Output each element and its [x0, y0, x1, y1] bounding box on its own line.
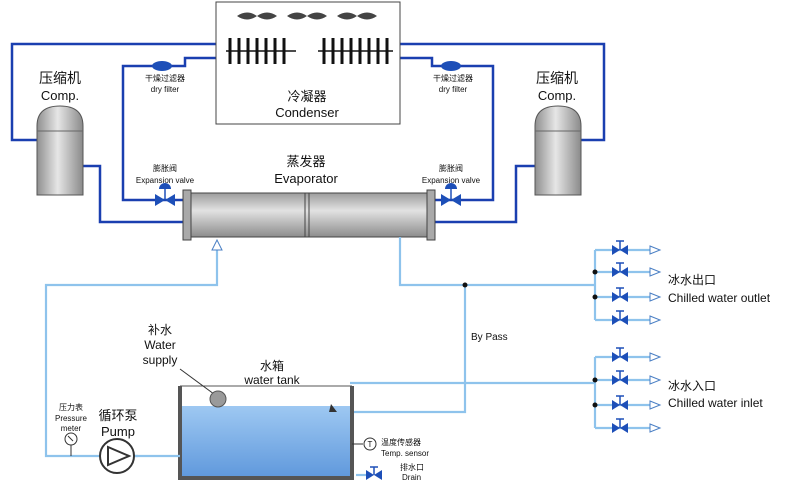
- expansion-valve-left-label-cn: 膨胀阀: [153, 163, 177, 173]
- compressor-left: 压缩机 Comp.: [36, 71, 84, 196]
- expansion-valve-right: 膨胀阀 Expansion valve: [422, 163, 481, 206]
- water-tank-label-cn: 水箱: [260, 358, 284, 373]
- water-tank: 水箱 water tank: [178, 358, 354, 480]
- water-valve-icon: [612, 240, 628, 255]
- pressure-meter: 压力表 Pressure meter: [55, 402, 88, 456]
- bypass-label: By Pass: [471, 332, 508, 343]
- condenser: 冷凝器 Condenser: [215, 1, 401, 125]
- compressor-right: 压缩机 Comp.: [534, 71, 582, 196]
- junction-dots: [462, 269, 598, 408]
- dry-filter-right-label-cn: 干燥过滤器: [433, 73, 473, 83]
- condenser-label-en: Condenser: [275, 105, 339, 120]
- compressor-left-label-en: Comp.: [41, 88, 79, 103]
- water-valve-icon: [612, 262, 628, 277]
- temp-sensor-label-en: Temp. sensor: [381, 449, 429, 458]
- chilled-outlet-label-en: Chilled water outlet: [668, 291, 771, 305]
- condenser-label-cn: 冷凝器: [287, 89, 326, 105]
- drain-label-cn: 排水口: [400, 462, 424, 472]
- water-supply-label-en2: supply: [143, 353, 178, 367]
- flow-arrows: [211, 238, 662, 433]
- evaporator: 蒸发器 Evaporator: [182, 154, 436, 241]
- evaporator-label-en: Evaporator: [274, 171, 338, 186]
- chilled-outlet-label-cn: 冰水出口: [668, 273, 716, 287]
- temp-sensor-icon: T: [368, 440, 373, 449]
- drain: 排水口 Drain: [366, 462, 424, 482]
- pressure-meter-label-cn: 压力表: [59, 402, 83, 412]
- pressure-meter-label-en2: meter: [61, 424, 82, 433]
- water-valve-icon: [612, 310, 628, 325]
- dry-filter-left-label-en: dry filter: [151, 85, 180, 94]
- dry-filter-left: 干燥过滤器 dry filter: [145, 61, 185, 94]
- pump: 循环泵 Pump: [98, 409, 180, 474]
- water-valves: [612, 240, 628, 433]
- water-valve-icon: [612, 347, 628, 362]
- dry-filter-right-label-en: dry filter: [439, 85, 468, 94]
- expansion-valve-right-label-cn: 膨胀阀: [439, 163, 463, 173]
- temp-sensor-label-cn: 温度传感器: [381, 437, 421, 447]
- evaporator-label-cn: 蒸发器: [286, 154, 325, 170]
- water-valve-icon: [612, 395, 628, 410]
- water-valve-icon: [612, 370, 628, 385]
- expansion-valve-left-label-en: Expansion valve: [136, 176, 195, 185]
- chilled-inlet-label-en: Chilled water inlet: [668, 396, 763, 410]
- expansion-valve-right-label-en: Expansion valve: [422, 176, 481, 185]
- water-tank-label-en: water tank: [243, 373, 300, 387]
- condenser-fan-icons: [237, 12, 377, 20]
- pump-label-en: Pump: [101, 424, 135, 439]
- compressor-right-label-en: Comp.: [538, 88, 576, 103]
- water-valve-icon: [612, 418, 628, 433]
- expansion-valve-left: 膨胀阀 Expansion valve: [136, 163, 195, 206]
- dry-filter-left-label-cn: 干燥过滤器: [145, 73, 185, 83]
- dry-filter-right: 干燥过滤器 dry filter: [433, 61, 473, 94]
- water-valve-icon: [612, 287, 628, 302]
- drain-label-en: Drain: [402, 473, 421, 482]
- water-supply-label-cn: 补水: [148, 323, 172, 337]
- water-supply-label-en1: Water: [144, 338, 176, 352]
- pressure-meter-label-en1: Pressure: [55, 414, 88, 423]
- compressor-right-label-cn: 压缩机: [536, 71, 578, 87]
- compressor-left-label-cn: 压缩机: [39, 71, 81, 87]
- chilled-inlet-label-cn: 冰水入口: [668, 379, 716, 393]
- temp-sensor: T 温度传感器 Temp. sensor: [352, 437, 429, 458]
- pump-label-cn: 循环泵: [98, 409, 137, 424]
